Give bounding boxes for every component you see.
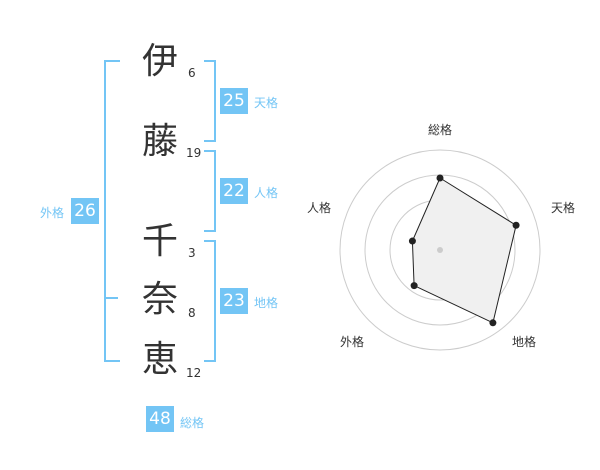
stroke-count-4: 8 <box>188 306 196 320</box>
name-char-5: 恵 <box>141 339 178 380</box>
chikaku-badge: 23 <box>220 288 248 314</box>
radar-axis-label-gaikaku: 外格 <box>340 334 364 349</box>
stroke-count-1: 6 <box>188 66 196 80</box>
tenkaku-bracket <box>204 60 216 142</box>
tenkaku-badge: 25 <box>220 88 248 114</box>
radar-points <box>408 174 520 327</box>
radar-point-2 <box>512 221 520 229</box>
gaikaku-label: 外格 <box>40 206 65 220</box>
tenkaku-label: 天格 <box>254 96 279 110</box>
radar-ring-4 <box>339 149 541 351</box>
stroke-count-2: 19 <box>186 146 202 160</box>
radar-axis-label-soukaku: 総格 <box>428 122 452 137</box>
jinkaku-bracket <box>204 150 216 232</box>
radar-axis-label-chikaku: 地格 <box>512 334 536 349</box>
name-char-1: 伊 <box>141 41 178 82</box>
gaikaku-bracket-tick <box>104 297 118 299</box>
gaikaku-bracket <box>104 60 120 362</box>
radar-point-5 <box>408 237 416 245</box>
soukaku-badge: 48 <box>146 406 174 432</box>
radar-point-4 <box>410 282 418 290</box>
radar-point-1 <box>436 174 444 182</box>
radar-axis-label-tenkaku: 天格 <box>551 200 575 215</box>
soukaku-label: 総格 <box>180 416 205 430</box>
radar-area <box>411 177 517 324</box>
name-char-4: 奈 <box>141 279 178 320</box>
jinkaku-badge: 22 <box>220 178 248 204</box>
chikaku-bracket <box>204 240 216 362</box>
radar-center <box>437 247 443 253</box>
name-char-3: 千 <box>141 221 178 262</box>
radar-point-3 <box>489 319 497 327</box>
radar-axis-label-jinkaku: 人格 <box>307 200 331 215</box>
chikaku-label: 地格 <box>254 296 279 310</box>
name-char-2: 藤 <box>141 121 178 162</box>
jinkaku-label: 人格 <box>254 186 279 200</box>
stroke-count-5: 12 <box>186 366 202 380</box>
stroke-count-3: 3 <box>188 246 196 260</box>
gaikaku-badge: 26 <box>71 198 99 224</box>
